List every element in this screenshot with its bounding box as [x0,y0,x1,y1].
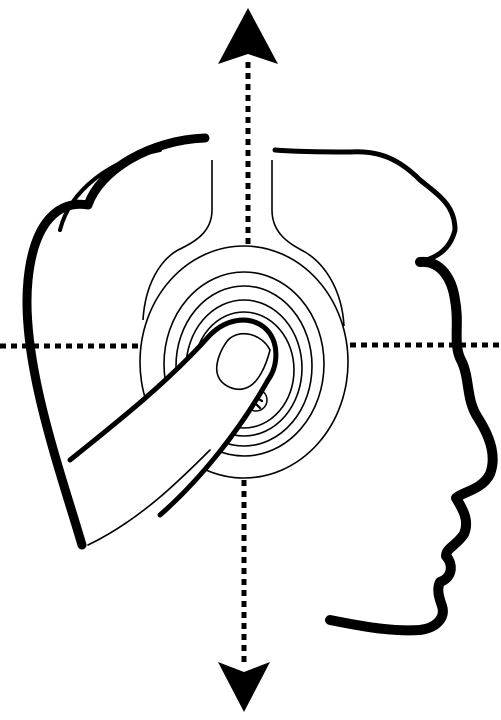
arrow-down-icon [218,662,270,712]
hair-ridge [60,150,160,230]
arrow-up-icon [218,8,278,64]
top-of-head [275,150,455,262]
face-profile [330,262,493,631]
